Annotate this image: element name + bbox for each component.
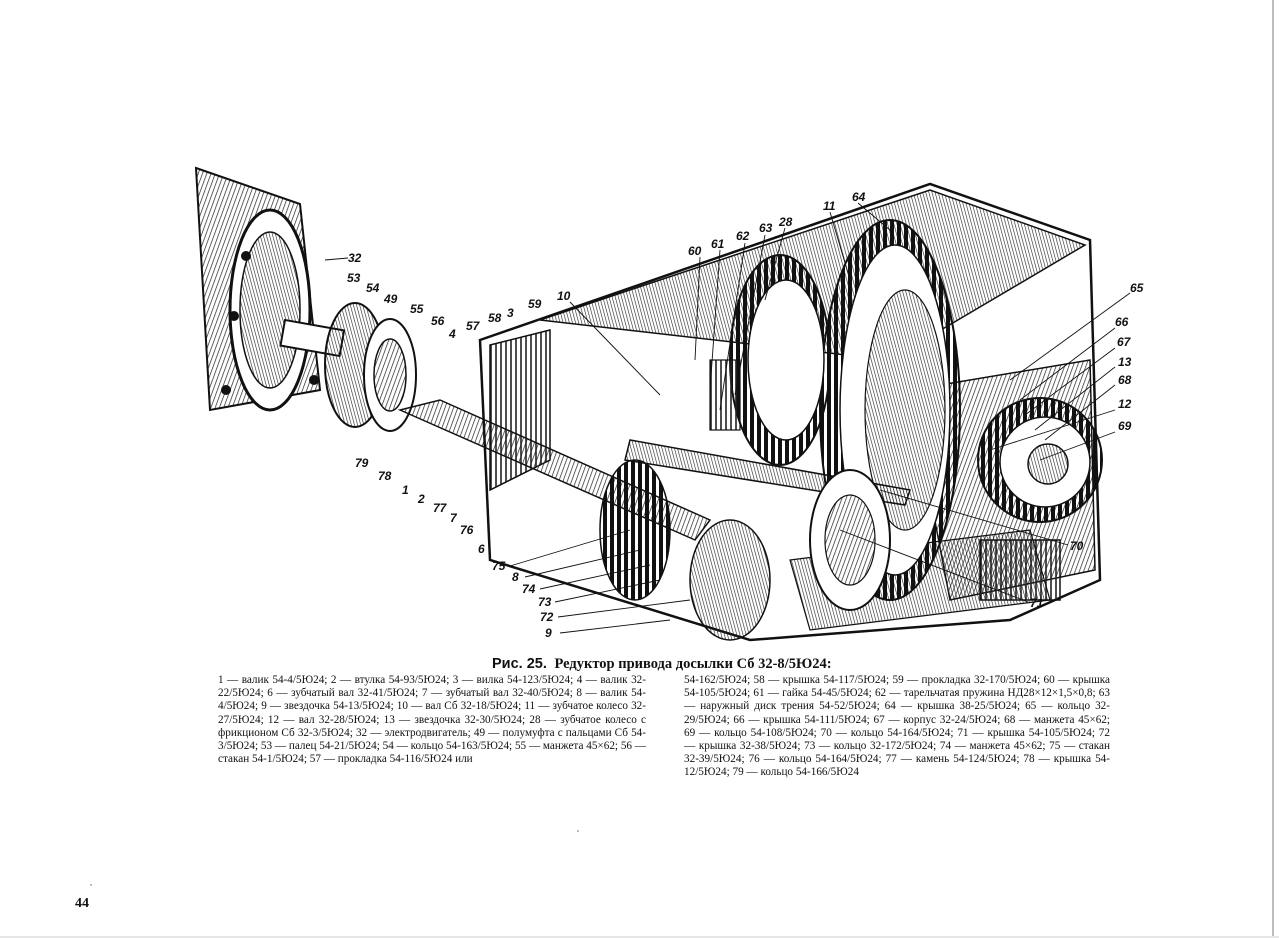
callout-13: 13 [1118, 355, 1132, 369]
callout-59: 59 [528, 297, 542, 311]
callout-64: 64 [852, 190, 866, 204]
stray-dot [90, 884, 92, 886]
callout-67: 67 [1117, 335, 1132, 349]
callout-57: 57 [466, 319, 481, 333]
motor-body [194, 166, 322, 412]
friction-gear [709, 254, 831, 466]
callout-63: 63 [759, 221, 773, 235]
page-edge-bottom [0, 936, 1279, 938]
callout-61: 61 [711, 237, 725, 251]
callout-69: 69 [1118, 419, 1132, 433]
coupling-assembly [279, 302, 417, 432]
callout-8: 8 [512, 570, 519, 584]
callout-74: 74 [522, 582, 536, 596]
callout-72: 72 [540, 610, 554, 624]
callout-7: 7 [450, 511, 458, 525]
page-edge [1272, 0, 1274, 938]
callout-58: 58 [488, 311, 502, 325]
callout-3: 3 [507, 306, 514, 320]
callout-11: 11 [823, 199, 836, 213]
callout-54: 54 [366, 281, 380, 295]
callout-76: 76 [460, 523, 474, 537]
callout-68: 68 [1118, 373, 1132, 387]
page-number: 44 [75, 896, 89, 911]
legend-left-column: 1 — валик 54-4/5Ю24; 2 — втулка 54-93/5Ю… [218, 674, 646, 766]
callout-75: 75 [492, 559, 506, 573]
callout-55: 55 [410, 302, 424, 316]
callout-56: 56 [431, 314, 445, 328]
callout-9: 9 [545, 626, 552, 640]
callout-12: 12 [1118, 397, 1132, 411]
callout-79: 79 [355, 456, 369, 470]
main-shaft [397, 399, 911, 641]
callout-1: 1 [402, 483, 409, 497]
callout-28: 28 [778, 215, 793, 229]
callout-70: 70 [1070, 539, 1084, 553]
callout-71: 71 [1030, 596, 1044, 610]
callout-49: 49 [383, 292, 398, 306]
callout-6: 6 [478, 542, 485, 556]
callout-66: 66 [1115, 315, 1129, 329]
callout-labels: 32 53 54 49 55 56 4 57 58 3 59 10 60 61 … [347, 190, 1144, 640]
leader-lines [324, 202, 1131, 634]
stray-dot [577, 830, 579, 832]
callout-60: 60 [688, 244, 702, 258]
callout-78: 78 [378, 469, 392, 483]
legend-right-column: 54-162/5Ю24; 58 — крышка 54-117/5Ю24; 59… [684, 674, 1110, 779]
callout-10: 10 [557, 289, 571, 303]
gearbox-cutaway-figure: 32 53 54 49 55 56 4 57 58 3 59 10 60 61 … [190, 160, 1150, 650]
callout-73: 73 [538, 595, 552, 609]
callout-2: 2 [417, 492, 425, 506]
callout-4: 4 [448, 327, 456, 341]
callout-65: 65 [1130, 281, 1144, 295]
figure-caption: Рис. 25. Редуктор привода досылки Сб 32-… [492, 656, 832, 673]
caption-label: Рис. 25. [492, 656, 547, 672]
callout-53: 53 [347, 271, 361, 285]
caption-text: Редуктор привода досылки Сб 32-8/5Ю24: [554, 656, 832, 672]
callout-77: 77 [433, 501, 448, 515]
callout-62: 62 [736, 229, 750, 243]
callout-32: 32 [348, 251, 362, 265]
